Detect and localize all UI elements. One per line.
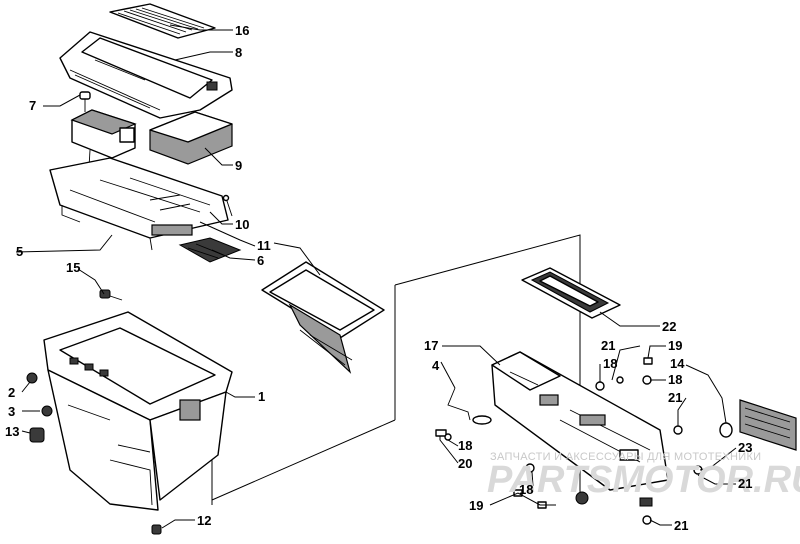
- callout-20: 20: [458, 456, 472, 471]
- part-12-plug: [151, 524, 162, 535]
- callout-15: 15: [66, 260, 80, 275]
- callout-2: 2: [8, 385, 15, 400]
- callout-21d: 21: [674, 518, 688, 533]
- callout-17: 17: [424, 338, 438, 353]
- callout-7: 7: [29, 98, 36, 113]
- callout-21a: 21: [601, 338, 615, 353]
- part-10-pin: [222, 194, 233, 217]
- callout-16: 16: [235, 23, 249, 38]
- callout-18b: 18: [668, 372, 682, 387]
- callout-13: 13: [5, 424, 19, 439]
- callout-9: 9: [235, 158, 242, 173]
- callout-12: 12: [197, 513, 211, 528]
- callout-18d: 18: [519, 482, 533, 497]
- part-23-grommet: [719, 422, 733, 438]
- callout-21b: 21: [668, 390, 682, 405]
- callout-8: 8: [235, 45, 242, 60]
- part-5-tray: [49, 157, 229, 251]
- part-17-duct: [491, 351, 669, 491]
- part-4-rod: [447, 387, 492, 425]
- leader-lines: [15, 24, 737, 529]
- part-1-housing: [43, 311, 233, 511]
- callout-5: 5: [16, 244, 23, 259]
- callout-23: 23: [738, 440, 752, 455]
- callout-19a: 19: [668, 338, 682, 353]
- part-15-bolt: [99, 289, 123, 301]
- part-7-bolt: [79, 91, 91, 112]
- callout-14: 14: [670, 356, 685, 371]
- connector-frame-path: [211, 234, 581, 501]
- callout-6: 6: [257, 253, 264, 268]
- callout-21c: 21: [738, 476, 752, 491]
- part-3-screw: [41, 405, 53, 417]
- callout-18c: 18: [458, 438, 472, 453]
- callout-18a: 18: [603, 356, 617, 371]
- watermark-logo: PARTSMOTOR.RU: [487, 459, 800, 501]
- callout-3: 3: [8, 404, 15, 419]
- part-14-foam: [739, 399, 797, 451]
- callout-19b: 19: [469, 498, 483, 513]
- electrical-block: [70, 109, 137, 186]
- part-2-screw: [26, 372, 38, 384]
- callout-4: 4: [432, 358, 440, 373]
- part-9-filter: [149, 111, 233, 165]
- part-13-clip: [29, 427, 45, 443]
- callout-11: 11: [257, 238, 271, 253]
- part-16-grille: [109, 3, 216, 39]
- part-22-gasket: [521, 267, 621, 319]
- callout-22: 22: [662, 319, 676, 334]
- callout-10: 10: [235, 217, 249, 232]
- callout-1: 1: [258, 389, 265, 404]
- part-8-lid: [59, 31, 233, 119]
- watermark-tagline: ЗАПЧАСТИ И АКСЕССУАРЫ ДЛЯ МОТОТЕХНИКИ: [490, 451, 761, 463]
- part-11-duct: [261, 261, 385, 374]
